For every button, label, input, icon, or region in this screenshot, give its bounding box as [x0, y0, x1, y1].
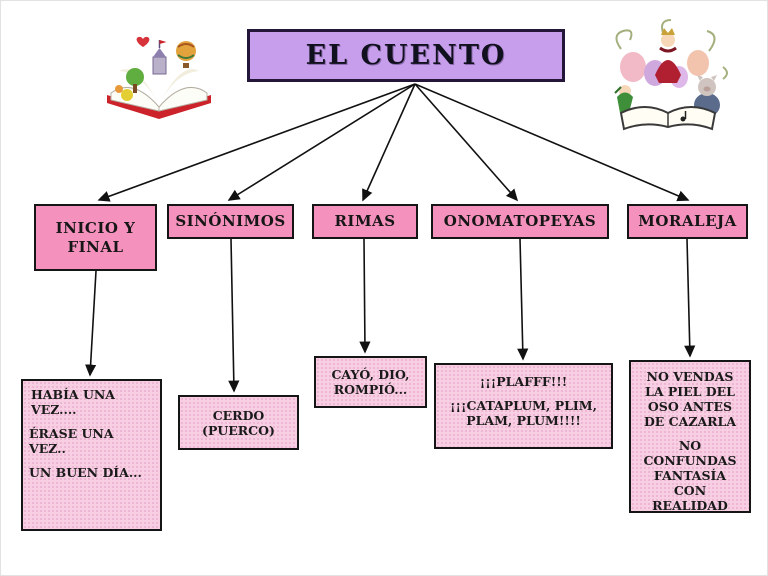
detail-line: CERDO (PUERCO) — [202, 407, 275, 438]
detail-moraleja: NO VENDAS LA PIEL DEL OSO ANTES DE CAZAR… — [629, 360, 751, 513]
detail-rimas: CAYÓ, DIO, ROMPIÓ... — [314, 356, 427, 408]
detail-line: ¡¡¡CATAPLUM, PLIM, PLAM, PLUM!!!! — [450, 398, 597, 428]
category-moraleja: MORALEJA — [627, 204, 748, 239]
category-sinonimos: SINÓNIMOS — [167, 204, 294, 239]
detail-sinonimos: CERDO (PUERCO) — [178, 395, 299, 450]
category-inicio-y-final: INICIO Y FINAL — [34, 204, 157, 271]
category-label: SINÓNIMOS — [175, 212, 286, 231]
category-label: INICIO Y FINAL — [55, 218, 136, 256]
category-onomatopeyas: ONOMATOPEYAS — [431, 204, 609, 239]
detail-line: NO VENDAS LA PIEL DEL OSO ANTES DE CAZAR… — [643, 369, 737, 429]
category-label: MORALEJA — [638, 212, 737, 231]
detail-inicio-y-final: HABÍA UNA VEZ.... ÉRASE UNA VEZ.. UN BUE… — [21, 379, 162, 531]
detail-line: ¡¡¡PLAFFF!!! — [479, 374, 568, 389]
detail-line: ÉRASE UNA VEZ.. — [29, 426, 114, 456]
map-title-label: EL CUENTO — [305, 40, 507, 71]
category-label: ONOMATOPEYAS — [443, 212, 597, 231]
detail-line: CAYÓ, DIO, ROMPIÓ... — [331, 367, 410, 397]
detail-line: UN BUEN DÍA... — [29, 465, 142, 480]
storybook-clipart-left — [99, 23, 219, 127]
detail-onomatopeyas: ¡¡¡PLAFFF!!! ¡¡¡CATAPLUM, PLIM, PLAM, PL… — [434, 363, 613, 449]
detail-line: HABÍA UNA VEZ.... — [31, 387, 115, 417]
map-title: EL CUENTO — [247, 29, 565, 82]
storybook-clipart-right — [605, 15, 731, 139]
detail-line: NO CONFUNDAS FANTASÍA CON REALIDAD — [643, 438, 737, 513]
category-label: RIMAS — [334, 212, 396, 231]
category-rimas: RIMAS — [312, 204, 418, 239]
